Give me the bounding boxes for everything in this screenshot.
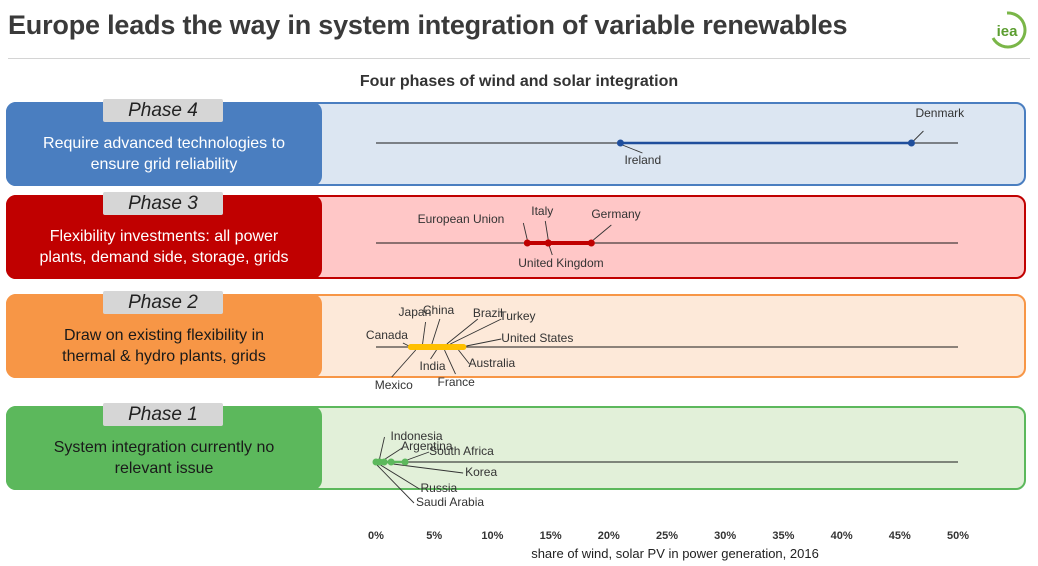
point-denmark	[907, 139, 915, 147]
leader-denmark	[913, 130, 924, 142]
leader-indonesia	[379, 436, 385, 460]
point-australia	[454, 344, 461, 350]
leader-australia	[458, 349, 470, 365]
label-argentina: Argentina	[401, 439, 453, 453]
label-ireland: Ireland	[624, 153, 661, 167]
point-india	[433, 344, 440, 350]
label-russia: Russia	[420, 481, 457, 495]
leader-brazil	[446, 318, 479, 345]
point-china	[428, 344, 435, 350]
x-tick-label: 30%	[714, 530, 736, 542]
x-tick-label: 50%	[947, 530, 969, 542]
leader-canada	[402, 342, 410, 347]
label-south-africa: South Africa	[429, 444, 494, 458]
x-tick-label: 0%	[368, 530, 384, 542]
phase-3-panel: Phase 3 Flexibility investments: all pow…	[6, 192, 322, 279]
point-ireland	[616, 139, 624, 147]
point-south-africa	[401, 458, 409, 466]
label-australia: Australia	[468, 356, 515, 370]
leader-turkey	[450, 318, 502, 345]
label-denmark: Denmark	[915, 106, 965, 120]
leader-japan	[422, 321, 427, 345]
leader-european-union	[522, 222, 528, 241]
label-germany: Germany	[591, 207, 640, 221]
label-united-kingdom: United Kingdom	[518, 256, 603, 270]
label-united-states: United States	[501, 331, 573, 345]
leader-united-kingdom	[548, 245, 553, 256]
point-germany	[587, 239, 595, 247]
leader-france	[444, 349, 456, 375]
logo-text: iea	[997, 23, 1019, 40]
label-european-union: European Union	[418, 212, 505, 226]
phase-4-tag: Phase 4	[103, 99, 223, 122]
label-india: India	[420, 359, 446, 373]
label-canada: Canada	[366, 328, 408, 342]
phase-2-tag: Phase 2	[103, 291, 223, 314]
label-france: France	[438, 375, 476, 389]
label-china: China	[423, 303, 455, 317]
leader-ireland	[622, 144, 643, 154]
point-italy	[544, 239, 552, 247]
leader-germany	[593, 224, 612, 241]
x-tick-label: 45%	[889, 530, 911, 542]
label-indonesia: Indonesia	[390, 429, 442, 443]
point-european-union	[523, 239, 531, 247]
point-canada	[407, 344, 414, 350]
x-tick-label: 25%	[656, 530, 678, 542]
leader-italy	[544, 220, 549, 241]
point-turkey	[446, 344, 453, 350]
leader-korea	[393, 463, 464, 474]
point-united-states	[460, 344, 467, 350]
phase-1-tag: Phase 1	[103, 403, 223, 426]
leader-saudi-arabia	[376, 464, 415, 504]
x-tick-label: 15%	[540, 530, 562, 542]
iea-logo: iea	[991, 11, 1027, 49]
chart-subtitle: Four phases of wind and solar integratio…	[359, 73, 679, 90]
label-japan: Japan	[399, 305, 432, 319]
leader-argentina	[384, 447, 403, 460]
label-brazil: Brazil	[473, 306, 503, 320]
x-tick-label: 10%	[481, 530, 503, 542]
x-tick-label: 5%	[426, 530, 442, 542]
x-axis-title: share of wind, solar PV in power generat…	[531, 546, 819, 561]
label-saudi-arabia: Saudi Arabia	[416, 495, 484, 509]
label-korea: Korea	[465, 465, 497, 479]
phase-3-tag: Phase 3	[103, 192, 223, 215]
leader-united-states	[466, 338, 502, 347]
page-title: Europe leads the way in system integrati…	[8, 10, 848, 40]
leader-china	[431, 318, 441, 345]
x-tick-label: 35%	[772, 530, 794, 542]
leader-south-africa	[406, 451, 430, 461]
label-mexico: Mexico	[375, 378, 413, 392]
label-italy: Italy	[531, 204, 553, 218]
leader-russia	[380, 464, 420, 490]
header-divider	[8, 58, 1030, 59]
point-korea	[387, 458, 395, 466]
phase-4-panel: Phase 4 Require advanced technologies to…	[6, 99, 322, 186]
point-argentina	[380, 458, 388, 466]
point-mexico	[413, 344, 420, 350]
leader-mexico	[391, 349, 417, 378]
label-turkey: Turkey	[499, 309, 535, 323]
leader-india	[430, 349, 437, 360]
point-japan	[419, 344, 426, 350]
x-tick-label: 20%	[598, 530, 620, 542]
x-tick-label: 40%	[831, 530, 853, 542]
